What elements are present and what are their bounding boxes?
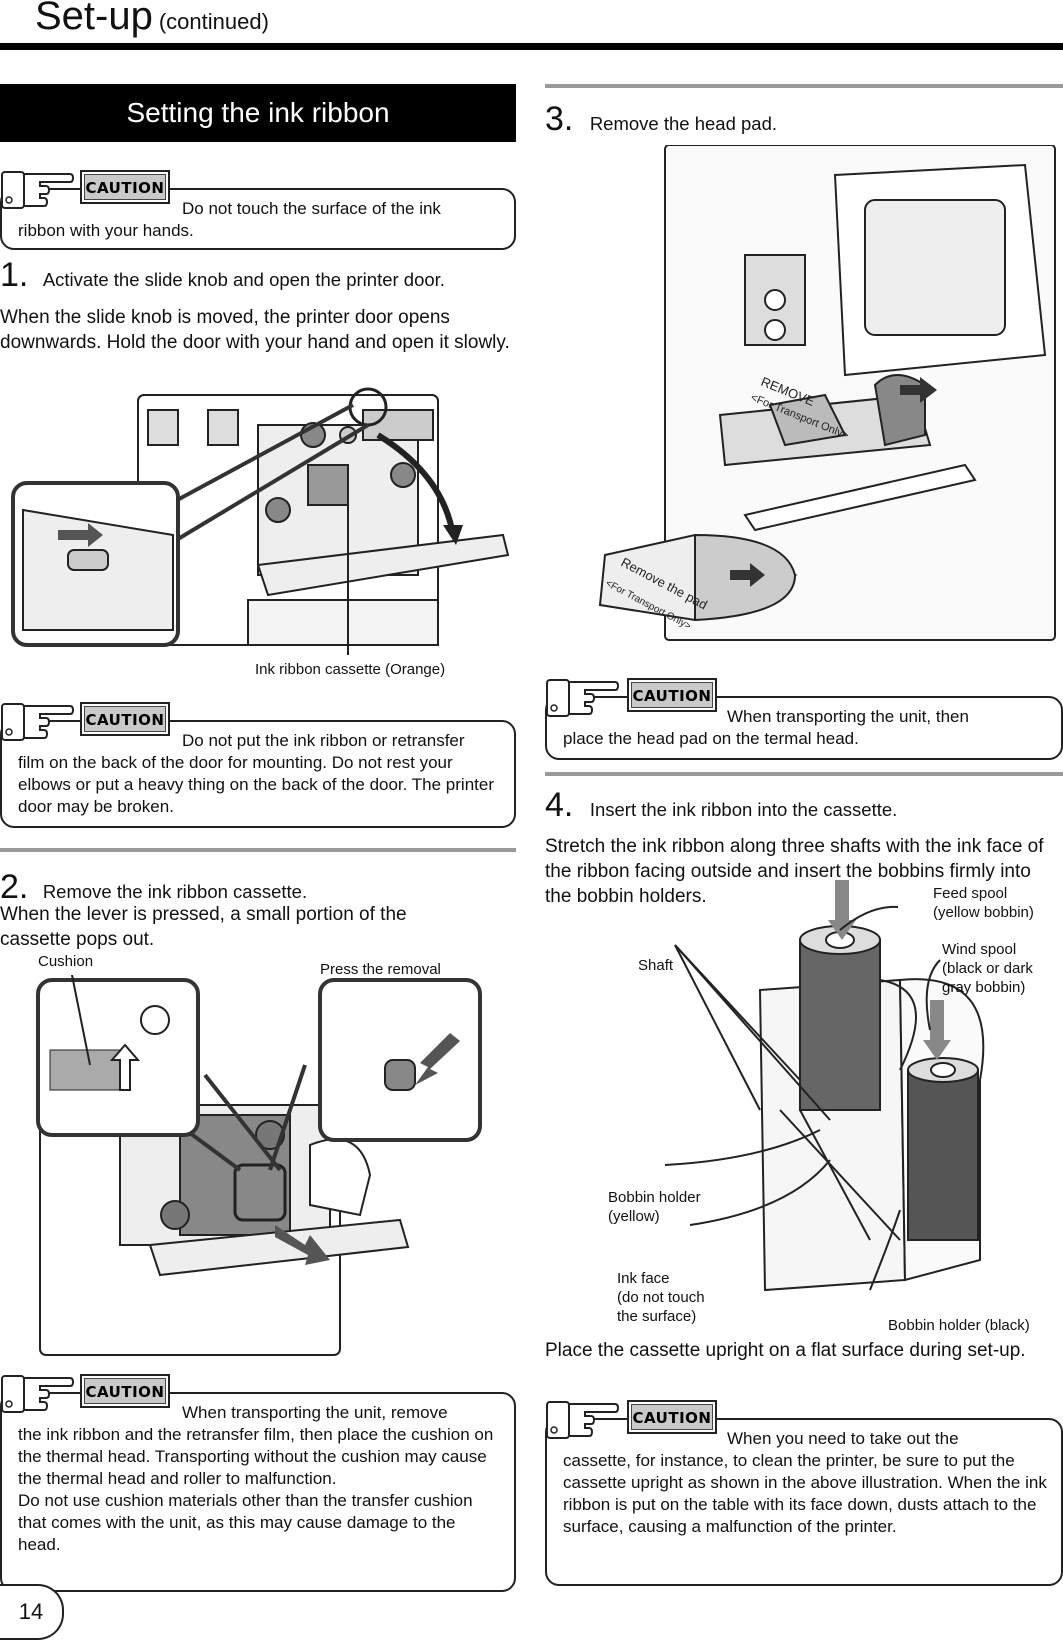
figure-label-shaft: Shaft [638, 957, 674, 974]
page-title-sub: (continued) [158, 9, 269, 34]
step-4-body: Stretch the ink ribbon along three shaft… [545, 836, 1044, 907]
caution-badge: CAUTION [80, 702, 170, 736]
cassette-removal-figure [36, 975, 482, 1356]
figure-label-bobbin-black: Bobbin holder (black) [888, 1317, 1030, 1334]
caution-box: CAUTION Do not put the ink ribbon or ret… [0, 690, 516, 830]
step-3-heading: 3. Remove the head pad. [545, 100, 777, 138]
figure-label-bobbin-yellow: Bobbin holder (yellow) [608, 1189, 701, 1225]
page-title: Set-up(continued) [35, 0, 269, 46]
step-2-heading: 2. Remove the ink ribbon cassette. [0, 868, 308, 906]
pointing-hand-icon [1, 1375, 74, 1413]
step-1-body: When the slide knob is moved, the printe… [0, 307, 510, 353]
head-pad-figure: REMOVE <For Transport Only> Remove the p… [598, 145, 1056, 641]
caution-badge: CAUTION [627, 678, 717, 712]
figure-label-feed-spool: Feed spool (yellow bobbin) [933, 885, 1034, 921]
step-1-heading: 1. Activate the slide knob and open the … [0, 256, 445, 294]
figure-label-wind-spool: Wind spool (black or dark gray bobbin) [942, 941, 1033, 996]
figure-label-ink-cassette: Ink ribbon cassette (Orange) [255, 661, 446, 678]
page-number: 14 [0, 1584, 64, 1640]
ribbon-cassette-figure [664, 880, 985, 1292]
divider [545, 772, 1063, 776]
figure-label-ink-face: Ink face (do not touch the surface) [617, 1270, 705, 1325]
pointing-hand-icon [1, 703, 74, 741]
section-banner: Setting the ink ribbon [0, 84, 516, 142]
caution-badge: CAUTION [80, 1374, 170, 1408]
pointing-hand-icon [546, 1401, 619, 1439]
caution-badge: CAUTION [80, 170, 170, 204]
figure-label-press-lever: Press the removal lever. [320, 961, 441, 978]
caution-box: CAUTION When you need to take out the ca… [545, 1388, 1063, 1588]
title-rule [0, 43, 1063, 50]
divider [545, 84, 1063, 88]
step-2-body: When the lever is pressed, a small porti… [0, 904, 407, 950]
printer-door-figure [11, 387, 510, 655]
caution-badge: CAUTION [627, 1400, 717, 1434]
step-4-heading: 4. Insert the ink ribbon into the casset… [545, 786, 898, 824]
caution-box: CAUTION Do not touch the surface of the … [0, 158, 516, 250]
caution-box: CAUTION When transporting the unit, remo… [0, 1362, 516, 1592]
pointing-hand-icon [1, 171, 74, 209]
pointing-hand-icon [546, 679, 619, 717]
page-title-main: Set-up [35, 0, 153, 38]
caution-box: CAUTION When transporting the unit, then… [545, 666, 1063, 762]
upright-note: Place the cassette upright on a flat sur… [545, 1340, 1026, 1361]
figure-label-cushion: Cushion [38, 953, 94, 970]
divider [0, 848, 516, 852]
